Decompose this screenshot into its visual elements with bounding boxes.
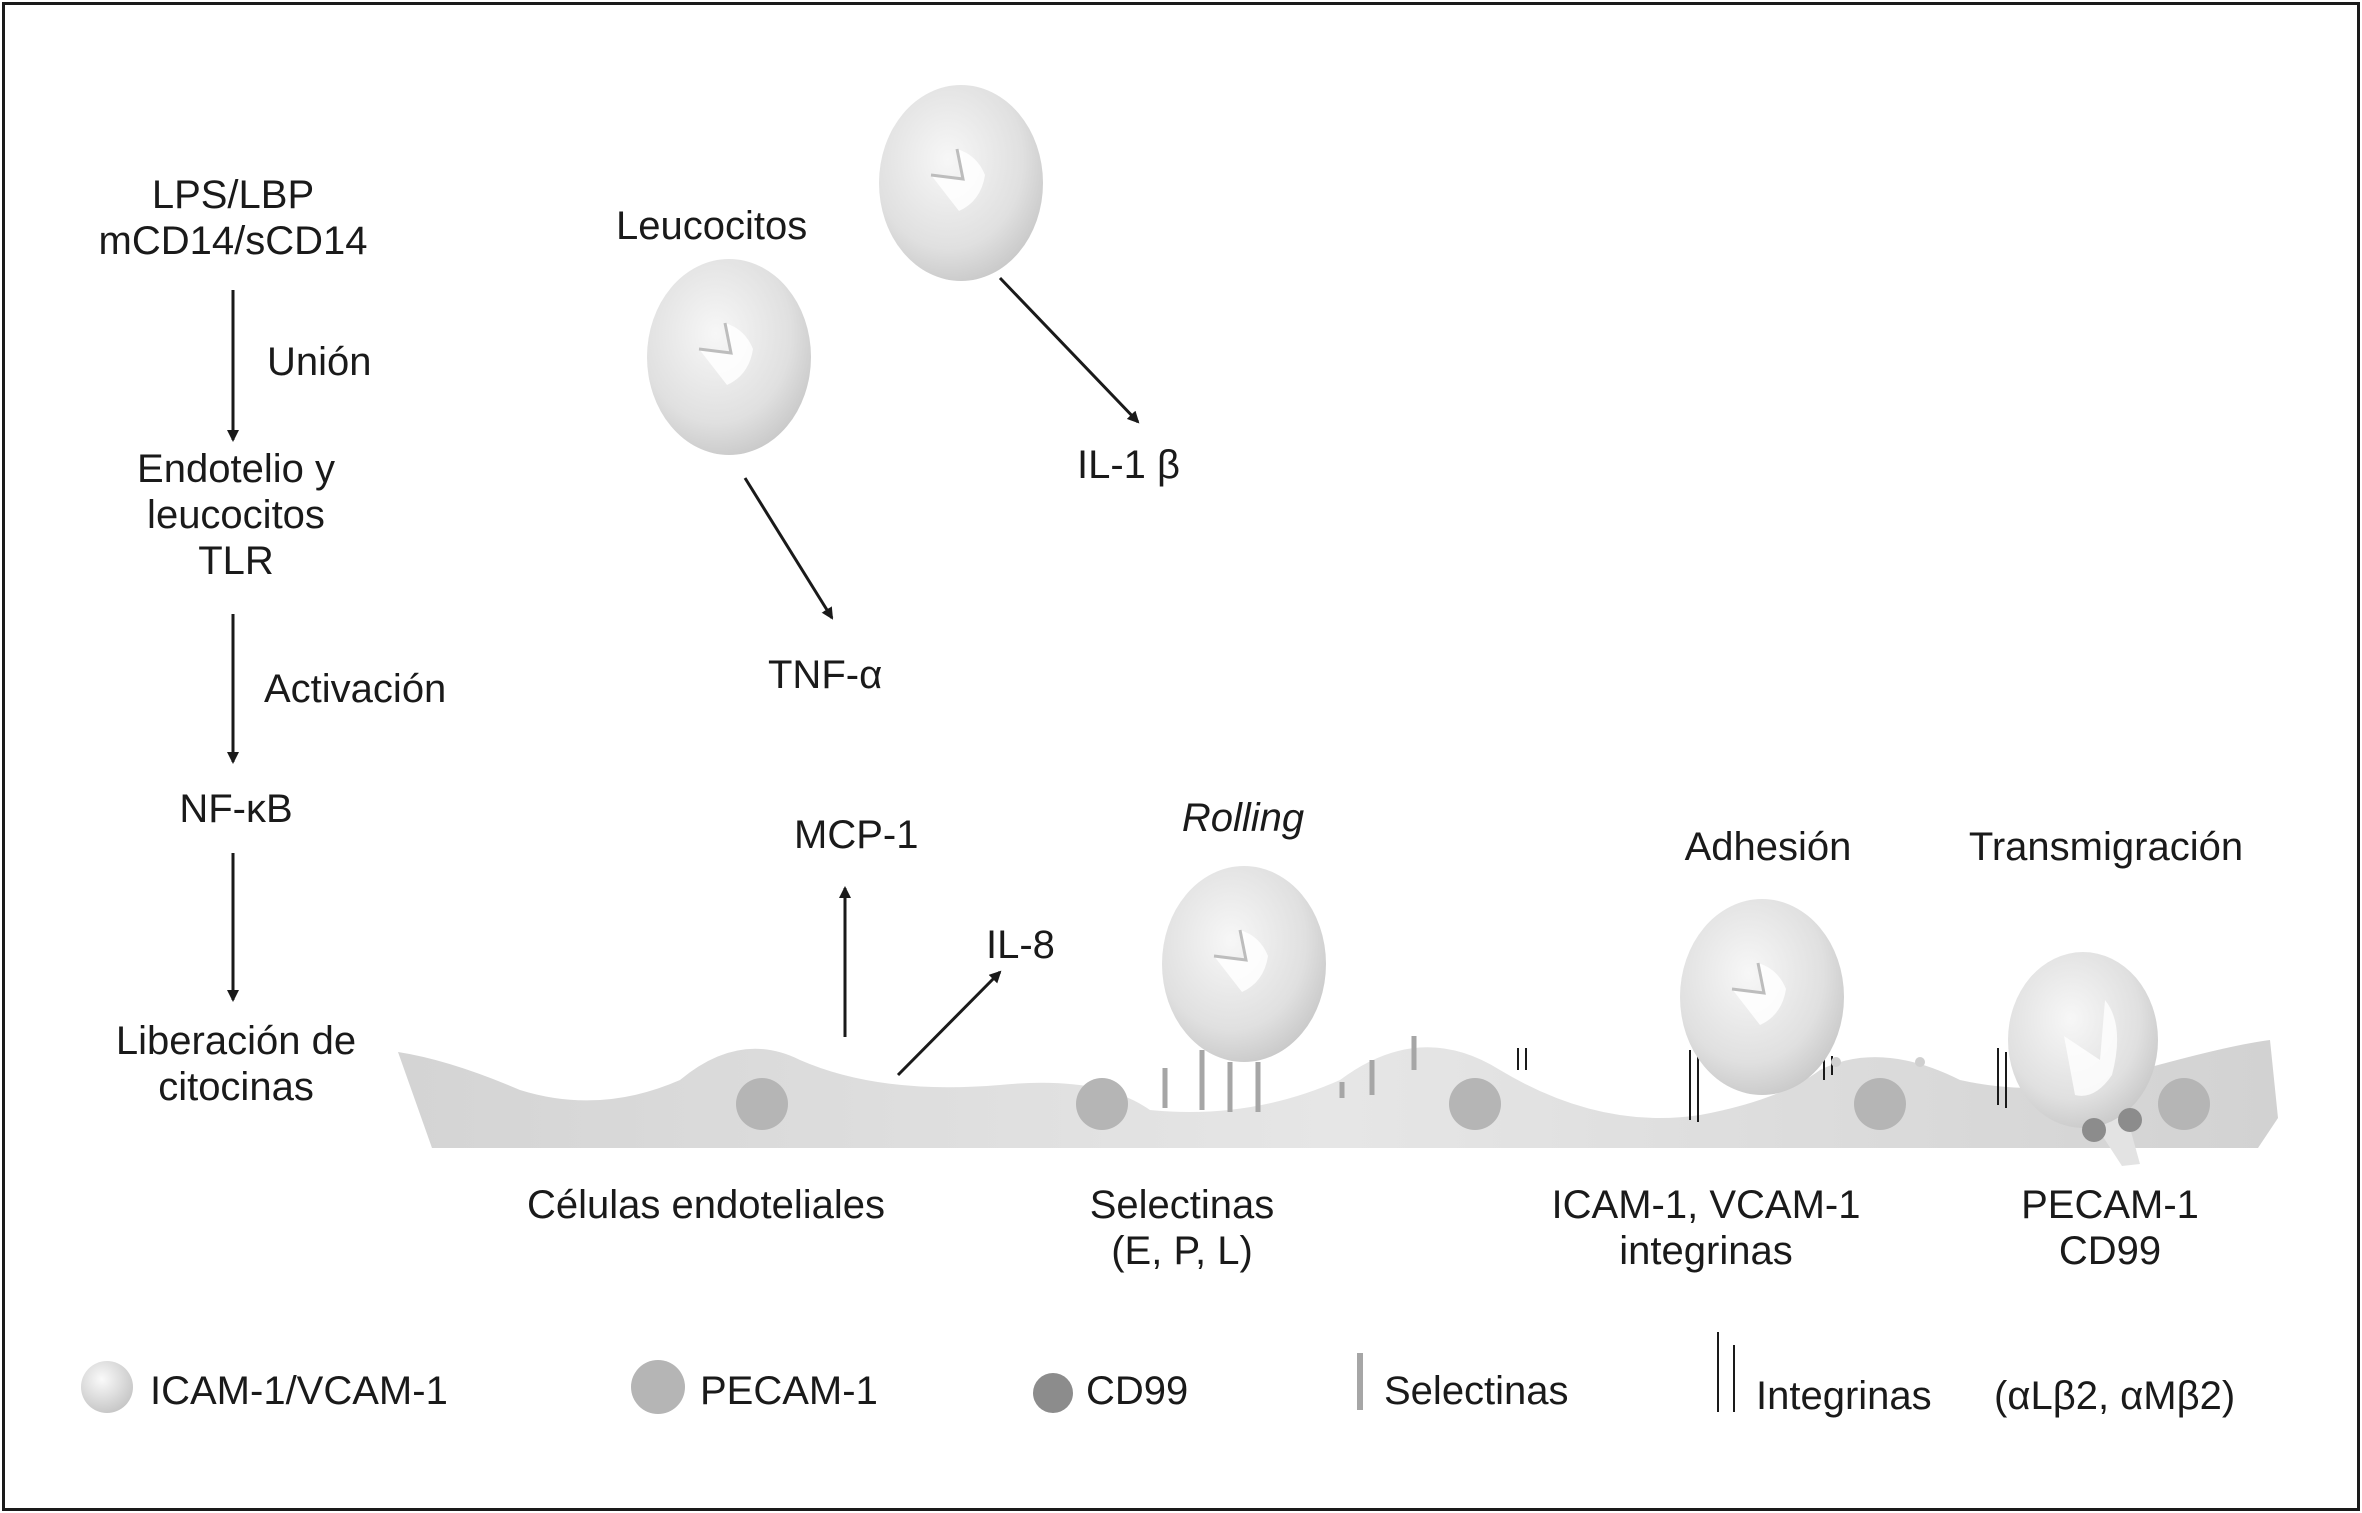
leukocyte-rolling xyxy=(1162,866,1326,1062)
endothelial-cells-label: Células endoteliales xyxy=(526,1183,886,1227)
cd99-text: CD99 xyxy=(2058,1229,2162,1273)
cd99-molecule xyxy=(2082,1118,2106,1142)
leucocitos-label: Leucocitos xyxy=(616,204,808,248)
liberacion-label: Liberación de xyxy=(115,1019,357,1063)
pathway-node-citocinas: Liberación de citocinas xyxy=(116,1018,356,1110)
citocinas-label: citocinas xyxy=(158,1065,314,1109)
arrow-tnfa xyxy=(743,477,834,620)
legend-pecam-symbol xyxy=(631,1360,685,1414)
legend-icam-label: ICAM-1/VCAM-1 xyxy=(150,1369,448,1413)
selectinas-text: Selectinas xyxy=(1089,1183,1275,1227)
icam-dot xyxy=(1831,1057,1841,1067)
endothelial-nucleus xyxy=(1449,1078,1501,1130)
icam-vcam-text: ICAM-1, VCAM-1 xyxy=(1551,1183,1861,1227)
endothelial-nucleus xyxy=(1854,1078,1906,1130)
tlr-label: TLR xyxy=(198,539,274,583)
endothelial-nucleus xyxy=(1076,1078,1128,1130)
integrin-molecules xyxy=(1517,1048,2007,1122)
rolling-label: Rolling xyxy=(1181,796,1305,840)
legend-integrinas-label: Integrinas xyxy=(1756,1374,1932,1418)
leukocyte-transmigrating xyxy=(2008,952,2158,1166)
arrow-il1b xyxy=(998,276,1140,424)
selectin-types-text: (E, P, L) xyxy=(1111,1229,1253,1273)
cd99-molecule xyxy=(2118,1108,2142,1132)
endothelial-layer xyxy=(398,1040,2278,1148)
step-union-label: Unión xyxy=(267,340,372,384)
pecam-cd99-label: PECAM-1 CD99 xyxy=(2021,1182,2199,1274)
step-activation-label: Activación xyxy=(264,667,447,711)
adhesion-label: Adhesión xyxy=(1684,825,1852,869)
cd14-label: mCD14/sCD14 xyxy=(98,219,368,263)
tnfa-label: TNF-α xyxy=(768,653,883,697)
endothelial-nucleus xyxy=(2158,1078,2210,1130)
endotelio-label: Endotelio y xyxy=(137,447,335,491)
lps-lbp-label: LPS/LBP xyxy=(151,173,315,217)
endothelial-nucleus xyxy=(736,1078,788,1130)
legend-cd99-label: CD99 xyxy=(1086,1369,1189,1413)
legend-icam-symbol xyxy=(81,1361,133,1413)
legend-cd99-symbol xyxy=(1033,1373,1073,1413)
legend-integrin-types-label: (αLβ2, αMβ2) xyxy=(1994,1374,2236,1418)
pecam-text: PECAM-1 xyxy=(2021,1183,2199,1227)
selectins-label: Selectinas (E, P, L) xyxy=(1090,1182,1275,1274)
icam-vcam-label: ICAM-1, VCAM-1 integrinas xyxy=(1552,1182,1861,1274)
leukocyte-lower xyxy=(647,259,811,455)
pathway-start: LPS/LBP mCD14/sCD14 xyxy=(99,172,368,264)
legend-selectinas-label: Selectinas xyxy=(1384,1369,1569,1413)
il8-label: IL-8 xyxy=(986,923,1055,967)
legend-pecam-label: PECAM-1 xyxy=(700,1369,878,1413)
leucocitos-tlr-label: leucocitos xyxy=(147,493,325,537)
il1b-label: IL-1 β xyxy=(1077,443,1181,487)
arrow-il8 xyxy=(896,970,1002,1077)
selectin-molecules xyxy=(1162,1036,1417,1112)
nfkb-label: NF-κB xyxy=(179,787,293,831)
pathway-node-tlr: Endotelio y leucocitos TLR xyxy=(137,446,335,584)
transmigration-label: Transmigración xyxy=(1968,825,2244,869)
mcp1-label: MCP-1 xyxy=(794,813,919,857)
leukocyte-upper xyxy=(879,85,1043,281)
leukocyte-adhesion xyxy=(1680,899,1844,1095)
icam-dot xyxy=(1915,1057,1925,1067)
integrinas-text: integrinas xyxy=(1619,1229,1793,1273)
